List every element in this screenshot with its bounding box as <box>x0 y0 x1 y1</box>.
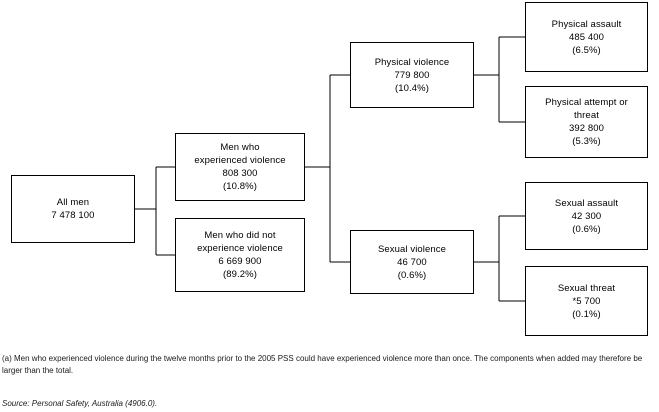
footnote-a: (a) Men who experienced violence during … <box>2 354 643 375</box>
node-sexual-violence-value: 46 700 <box>397 256 427 268</box>
node-all-men: All men 7 478 100 <box>11 175 135 243</box>
node-sexual-threat-label: Sexual threat <box>557 282 616 294</box>
node-sexual-threat: Sexual threat *5 700 (0.1%) <box>525 266 648 336</box>
node-sexual-assault-percent: (0.6%) <box>572 223 601 235</box>
node-physical-violence-value: 779 800 <box>394 69 430 81</box>
node-physical-attempt-label-2: threat <box>574 110 599 121</box>
node-sexual-threat-value: *5 700 <box>572 295 601 307</box>
node-physical-violence: Physical violence 779 800 (10.4%) <box>350 42 474 108</box>
node-men-not-experienced-violence: Men who did not experience violence 6 66… <box>175 218 305 292</box>
node-men-experienced-violence: Men who experienced violence 808 300 (10… <box>175 133 305 201</box>
node-sexual-violence: Sexual violence 46 700 (0.6%) <box>350 230 474 294</box>
node-noexp-violence-label-1: Men who did not <box>204 230 276 241</box>
source-note: Source: Personal Safety, Australia (4906… <box>2 399 158 408</box>
node-exp-violence-label-1: Men who <box>220 142 260 153</box>
node-physical-assault-percent: (6.5%) <box>572 44 601 56</box>
node-physical-assault: Physical assault 485 400 (6.5%) <box>525 2 648 72</box>
node-physical-violence-label: Physical violence <box>374 56 450 68</box>
node-sexual-violence-percent: (0.6%) <box>397 269 427 281</box>
node-sexual-assault-value: 42 300 <box>571 210 602 222</box>
node-noexp-violence-value: 6 669 900 <box>218 256 262 267</box>
node-exp-violence-percent: (10.8%) <box>223 181 257 192</box>
node-physical-assault-label: Physical assault <box>551 18 622 30</box>
node-all-men-label: All men <box>56 197 90 208</box>
node-noexp-violence-percent: (89.2%) <box>223 269 257 280</box>
node-all-men-value: 7 478 100 <box>51 210 95 221</box>
node-sexual-assault: Sexual assault 42 300 (0.6%) <box>525 182 648 250</box>
node-sexual-assault-label: Sexual assault <box>554 197 619 209</box>
node-physical-assault-value: 485 400 <box>568 31 605 43</box>
node-exp-violence-label-2: experienced violence <box>194 155 286 166</box>
node-physical-attempt-or-threat: Physical attempt or threat 392 800 (5.3%… <box>525 86 648 158</box>
node-sexual-threat-percent: (0.1%) <box>572 308 601 320</box>
node-noexp-violence-label-2: experience violence <box>197 243 283 254</box>
node-physical-attempt-percent: (5.3%) <box>572 136 601 147</box>
node-exp-violence-value: 808 300 <box>222 168 258 179</box>
node-physical-attempt-label-1: Physical attempt or <box>545 97 628 108</box>
node-sexual-violence-label: Sexual violence <box>377 243 447 255</box>
node-physical-violence-percent: (10.4%) <box>395 82 429 94</box>
node-physical-attempt-value: 392 800 <box>568 123 605 134</box>
